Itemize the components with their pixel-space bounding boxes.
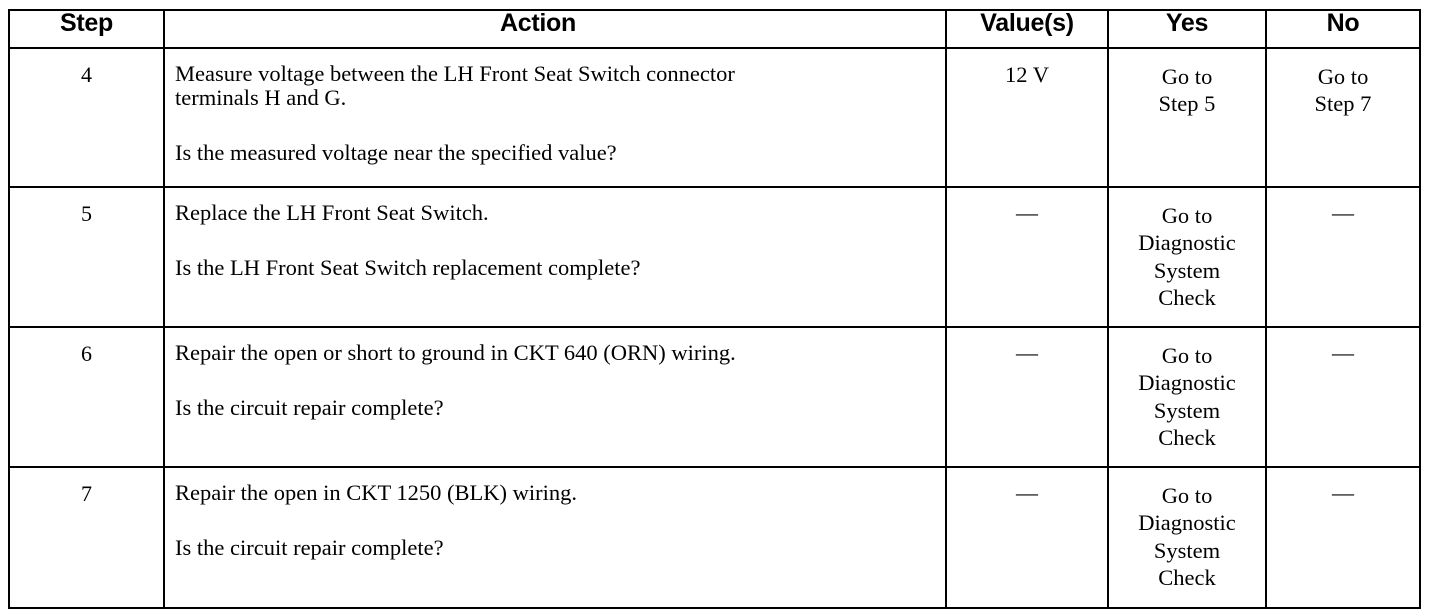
action-question: Is the circuit repair complete? bbox=[175, 534, 444, 560]
no-line: Step 7 bbox=[1314, 91, 1372, 117]
column-header-yes: Yes bbox=[1107, 9, 1267, 49]
em-dash: — bbox=[1016, 340, 1038, 365]
no-result: Go to Step 7 bbox=[1265, 47, 1421, 188]
paragraph-spacer bbox=[175, 110, 935, 141]
diagnostic-table: Step Action Value(s) Yes No 4 Measure vo… bbox=[8, 9, 1421, 609]
page-canvas: Step Action Value(s) Yes No 4 Measure vo… bbox=[8, 9, 1421, 609]
paragraph-spacer bbox=[175, 365, 935, 396]
no-line: Go to bbox=[1317, 64, 1369, 89]
action-line: terminals H and G. bbox=[175, 84, 347, 110]
action-text: Repair the open in CKT 1250 (BLK) wiring… bbox=[163, 466, 947, 609]
em-dash: — bbox=[1332, 340, 1354, 365]
action-question: Is the measured voltage near the specifi… bbox=[175, 139, 617, 165]
no-result: — bbox=[1265, 186, 1421, 328]
value-text: — bbox=[945, 186, 1109, 328]
action-line: Repair the open in CKT 1250 (BLK) wiring… bbox=[175, 480, 578, 505]
yes-result: Go to Diagnostic System Check bbox=[1107, 326, 1267, 468]
yes-result: Go to Diagnostic System Check bbox=[1107, 466, 1267, 609]
action-line: Repair the open or short to ground in CK… bbox=[175, 340, 736, 365]
yes-line: System bbox=[1153, 537, 1221, 563]
action-question: Is the LH Front Seat Switch replacement … bbox=[175, 254, 641, 280]
value-text: — bbox=[945, 326, 1109, 468]
yes-line: Go to bbox=[1161, 483, 1213, 508]
column-header-action: Action bbox=[163, 9, 947, 49]
no-result: — bbox=[1265, 466, 1421, 609]
column-header-no: No bbox=[1265, 9, 1421, 49]
action-text: Repair the open or short to ground in CK… bbox=[163, 326, 947, 468]
em-dash: — bbox=[1332, 480, 1354, 505]
step-number: 7 bbox=[8, 466, 165, 609]
table-row: 5 Replace the LH Front Seat Switch. Is t… bbox=[8, 186, 1421, 328]
yes-line: Go to bbox=[1161, 64, 1213, 89]
action-text: Replace the LH Front Seat Switch. Is the… bbox=[163, 186, 947, 328]
yes-line: Go to bbox=[1161, 203, 1213, 228]
table-body: 4 Measure voltage between the LH Front S… bbox=[8, 47, 1421, 609]
paragraph-spacer bbox=[175, 225, 935, 256]
action-line: Measure voltage between the LH Front Sea… bbox=[175, 61, 735, 86]
step-number: 4 bbox=[8, 47, 165, 188]
action-question: Is the circuit repair complete? bbox=[175, 394, 444, 420]
step-number: 6 bbox=[8, 326, 165, 468]
table-header: Step Action Value(s) Yes No bbox=[8, 9, 1421, 49]
table-row: 7 Repair the open in CKT 1250 (BLK) wiri… bbox=[8, 466, 1421, 609]
no-result: — bbox=[1265, 326, 1421, 468]
paragraph-spacer bbox=[175, 505, 935, 536]
yes-line: Diagnostic bbox=[1138, 230, 1236, 256]
yes-line: Check bbox=[1158, 285, 1216, 311]
yes-result: Go to Diagnostic System Check bbox=[1107, 186, 1267, 328]
column-header-step: Step bbox=[8, 9, 165, 49]
action-line: Replace the LH Front Seat Switch. bbox=[175, 200, 489, 225]
yes-result: Go to Step 5 bbox=[1107, 47, 1267, 188]
header-row: Step Action Value(s) Yes No bbox=[8, 9, 1421, 49]
yes-line: Diagnostic bbox=[1138, 370, 1236, 396]
step-number: 5 bbox=[8, 186, 165, 328]
yes-line: Check bbox=[1158, 425, 1216, 451]
em-dash: — bbox=[1016, 200, 1038, 225]
yes-line: Go to bbox=[1161, 343, 1213, 368]
yes-line: System bbox=[1153, 397, 1221, 423]
em-dash: — bbox=[1332, 200, 1354, 225]
yes-line: Check bbox=[1158, 565, 1216, 591]
value-text: — bbox=[945, 466, 1109, 609]
value-text: 12 V bbox=[945, 47, 1109, 188]
column-header-value: Value(s) bbox=[945, 9, 1109, 49]
yes-line: Step 5 bbox=[1158, 91, 1216, 117]
em-dash: — bbox=[1016, 480, 1038, 505]
table-row: 4 Measure voltage between the LH Front S… bbox=[8, 47, 1421, 188]
yes-line: Diagnostic bbox=[1138, 510, 1236, 536]
table-row: 6 Repair the open or short to ground in … bbox=[8, 326, 1421, 468]
yes-line: System bbox=[1153, 257, 1221, 283]
action-text: Measure voltage between the LH Front Sea… bbox=[163, 47, 947, 188]
